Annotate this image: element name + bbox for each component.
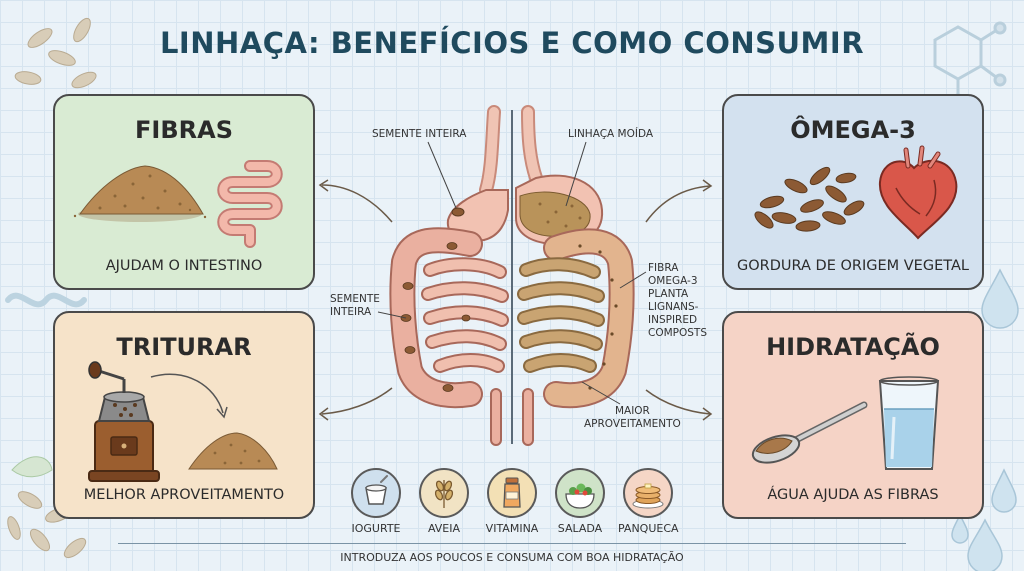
water-drop-decor-icon	[951, 268, 1019, 571]
ingredient-iogurte-circle	[351, 468, 401, 518]
heart-icon	[878, 145, 958, 240]
card-hidratacao-caption: ÁGUA AJUDA AS FIBRAS	[767, 487, 939, 503]
ingredient-panqueca: PANQUECA	[618, 468, 679, 535]
grinder-icon	[88, 361, 160, 482]
curved-arrow-icon	[150, 373, 228, 419]
ingredient-aveia: AVEIA	[414, 468, 474, 535]
label-semente-inteira-top: SEMENTE INTEIRA	[372, 128, 467, 140]
card-hidratacao: HIDRATAÇÃO ÁGUA AJUDA AS FIBRAS	[722, 311, 984, 519]
card-omega3: ÔMEGA-3 GORDURA DE ORIGEM VEGETAL	[722, 94, 984, 290]
smoothie-bottle-icon	[503, 477, 521, 508]
ingredient-salada-circle	[555, 468, 605, 518]
card-hidratacao-title: HIDRATAÇÃO	[766, 333, 940, 361]
intestine-decor-icon	[5, 292, 87, 308]
flax-seeds-icon	[754, 166, 865, 232]
ingredient-panqueca-name: PANQUECA	[618, 522, 679, 535]
label-leader-lines	[377, 141, 647, 405]
label-nutrients: FIBRA OMEGA-3 PLANTA LIGNANS- INSPIRED C…	[648, 262, 707, 339]
ingredient-salada: SALADA	[550, 468, 610, 535]
label-maior-aproveitamento: MAIOR APROVEITAMENTO	[584, 405, 681, 430]
card-triturar-caption: MELHOR APROVEITAMENTO	[83, 487, 285, 503]
water-glass-icon	[878, 376, 940, 470]
footer-divider	[118, 543, 906, 544]
card-omega3-caption: GORDURA DE ORIGEM VEGETAL	[737, 258, 969, 274]
ingredient-vitamina-name: VITAMINA	[485, 522, 539, 535]
oat-icon	[434, 480, 454, 508]
card-fibras-caption: AJUDAM O INTESTINO	[105, 258, 263, 274]
label-linhaca-moida: LINHAÇA MOÍDA	[568, 128, 654, 140]
salad-icon	[565, 483, 595, 509]
card-triturar: TRITURAR MELHOR APROVEITAMENTO	[53, 311, 315, 519]
ingredient-aveia-name: AVEIA	[427, 522, 461, 535]
leaf-decor-icon	[11, 456, 53, 478]
ingredient-iogurte: IOGURTE	[346, 468, 406, 535]
yogurt-icon	[365, 475, 388, 505]
connector-arrows	[318, 179, 713, 421]
card-triturar-title: TRITURAR	[116, 333, 252, 361]
ingredient-vitamina: VITAMINA	[482, 468, 542, 535]
ingredient-salada-name: SALADA	[557, 522, 603, 535]
footer-tip: INTRODUZA AOS POUCOS E CONSUMA COM BOA H…	[340, 551, 684, 564]
card-fibras-title: FIBRAS	[135, 116, 233, 144]
ingredient-aveia-circle	[419, 468, 469, 518]
label-semente-inteira-left: SEMENTE INTEIRA	[330, 293, 380, 318]
spoon-icon	[751, 401, 868, 464]
intestine-icon	[217, 160, 283, 248]
ground-flax-pile-icon	[73, 165, 207, 222]
flax-seed-decor-icon	[7, 17, 97, 559]
page-title: LINHAÇA: BENEFÍCIOS E COMO CONSUMIR	[159, 26, 865, 60]
card-fibras: FIBRAS AJUDAM O INTESTINO	[53, 94, 315, 290]
ground-flax-pile-icon	[188, 432, 278, 470]
pancake-icon	[632, 483, 664, 509]
ingredient-iogurte-name: IOGURTE	[351, 522, 401, 535]
card-omega3-title: ÔMEGA-3	[790, 116, 916, 144]
ingredient-panqueca-circle	[623, 468, 673, 518]
ingredient-vitamina-circle	[487, 468, 537, 518]
